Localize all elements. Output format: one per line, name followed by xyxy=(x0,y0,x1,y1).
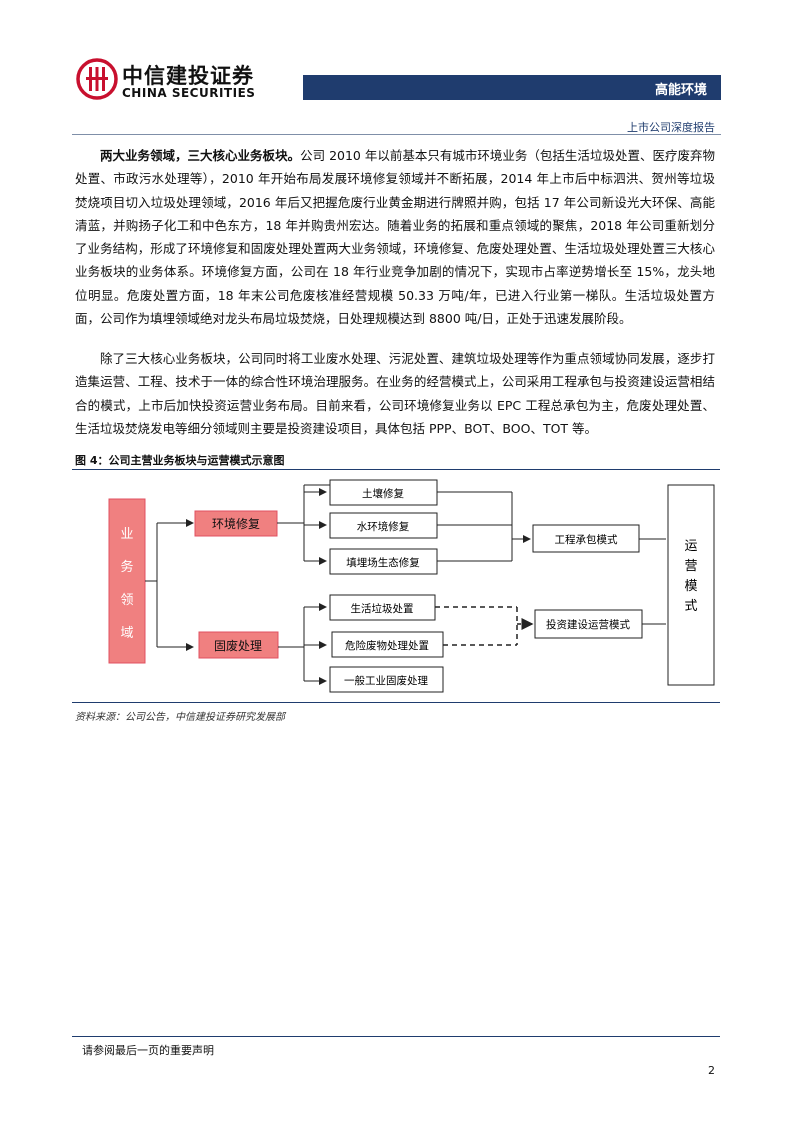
header-divider xyxy=(72,134,721,135)
segment-box-msw xyxy=(329,594,436,621)
operation-mode-char: 运 xyxy=(684,539,697,554)
footer-disclaimer: 请参阅最后一页的重要声明 xyxy=(82,1044,214,1057)
mode-box-engineering xyxy=(532,524,640,553)
operation-mode-char: 模 xyxy=(684,579,697,594)
figure-top-rule xyxy=(72,469,720,470)
business-diagram: 业 务 领 域 环境修复 固废处理 土壤修复 水环境修复 填埋场生态修复 工程承… xyxy=(108,479,715,693)
domain-label-remediation: 环境修复 xyxy=(212,516,260,531)
segment-label-hazardous: 危险废物处理处置 xyxy=(345,639,429,652)
business-domain-char: 业 xyxy=(120,527,133,542)
paragraph-1-lead: 两大业务领域，三大核心业务板块。 xyxy=(100,148,301,163)
operation-mode-char: 营 xyxy=(684,559,697,574)
page-number: 2 xyxy=(708,1064,715,1077)
header-bar: 高能环境 xyxy=(303,75,721,100)
figure-bottom-rule xyxy=(72,702,720,703)
mode-box-investment xyxy=(534,609,643,639)
business-domain-char: 领 xyxy=(120,593,133,608)
segment-box-industrial xyxy=(329,666,444,693)
company-logo-icon xyxy=(76,58,118,100)
segment-box-soil xyxy=(329,479,438,506)
business-domain-box xyxy=(108,498,146,664)
operation-mode-box xyxy=(667,484,715,686)
paragraph-2: 除了三大核心业务板块，公司同时将工业废水处理、污泥处置、建筑垃圾处理等作为重点领… xyxy=(75,347,715,440)
figure-source: 资料来源：公司公告，中信建投证券研究发展部 xyxy=(75,712,285,723)
logo-text-en: CHINA SECURITIES xyxy=(122,86,256,100)
paragraph-1-text: 公司 2010 年以前基本只有城市环境业务（包括生活垃圾处置、医疗废弃物处置、市… xyxy=(75,148,715,327)
segment-label-msw: 生活垃圾处置 xyxy=(351,602,414,615)
business-domain-char: 域 xyxy=(120,626,133,641)
segment-label-industrial: 一般工业固废处理 xyxy=(344,674,428,687)
domain-box-solid-waste xyxy=(198,631,279,659)
paragraph-1: 两大业务领域，三大核心业务板块。公司 2010 年以前基本只有城市环境业务（包括… xyxy=(75,144,715,330)
business-domain-char: 务 xyxy=(120,559,133,575)
figure-title: 图 4：公司主营业务板块与运营模式示意图 xyxy=(75,454,285,467)
segment-label-soil: 土壤修复 xyxy=(362,487,404,500)
domain-label-solid-waste: 固废处理 xyxy=(214,638,262,653)
operation-mode-char: 式 xyxy=(684,599,697,614)
report-type: 上市公司深度报告 xyxy=(627,121,715,134)
logo-text-cn: 中信建投证券 xyxy=(122,64,254,88)
segment-label-water: 水环境修复 xyxy=(357,520,410,533)
header-company-title: 高能环境 xyxy=(654,83,707,98)
segment-box-hazardous xyxy=(331,631,444,658)
mode-label-engineering: 工程承包模式 xyxy=(555,533,618,546)
mode-label-investment: 投资建设运营模式 xyxy=(546,618,630,631)
segment-box-landfill xyxy=(329,548,438,575)
footer-divider xyxy=(72,1036,720,1037)
segment-box-water xyxy=(329,512,438,539)
paragraph-2-text: 除了三大核心业务板块，公司同时将工业废水处理、污泥处置、建筑垃圾处理等作为重点领… xyxy=(75,351,715,436)
segment-label-landfill: 填埋场生态修复 xyxy=(346,556,420,569)
